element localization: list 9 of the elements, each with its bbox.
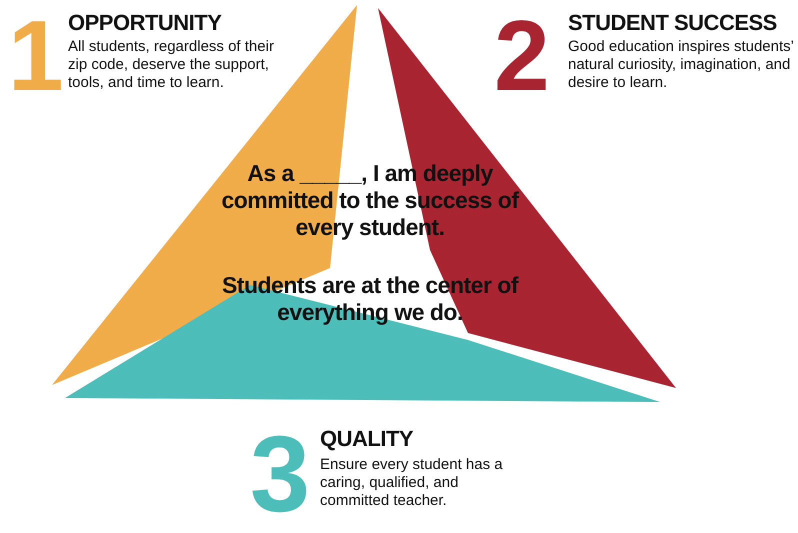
section-text: Good education inspires students’ natural curiosity, imagination, and desire to learn. [568, 38, 794, 92]
section-heading: QUALITY [320, 428, 414, 450]
section-text: All students, regardless of their zip code, deserve the support, tools, and time to learn. [68, 38, 275, 92]
section-heading: OPPORTUNITY [68, 12, 222, 34]
section-number: 3 [250, 420, 310, 528]
section-number: 2 [494, 6, 550, 106]
section-number: 1 [8, 6, 64, 106]
section-heading: STUDENT SUCCESS [568, 12, 777, 34]
section-text: Ensure every student has a caring, qualified, and committed teacher. [320, 456, 504, 510]
